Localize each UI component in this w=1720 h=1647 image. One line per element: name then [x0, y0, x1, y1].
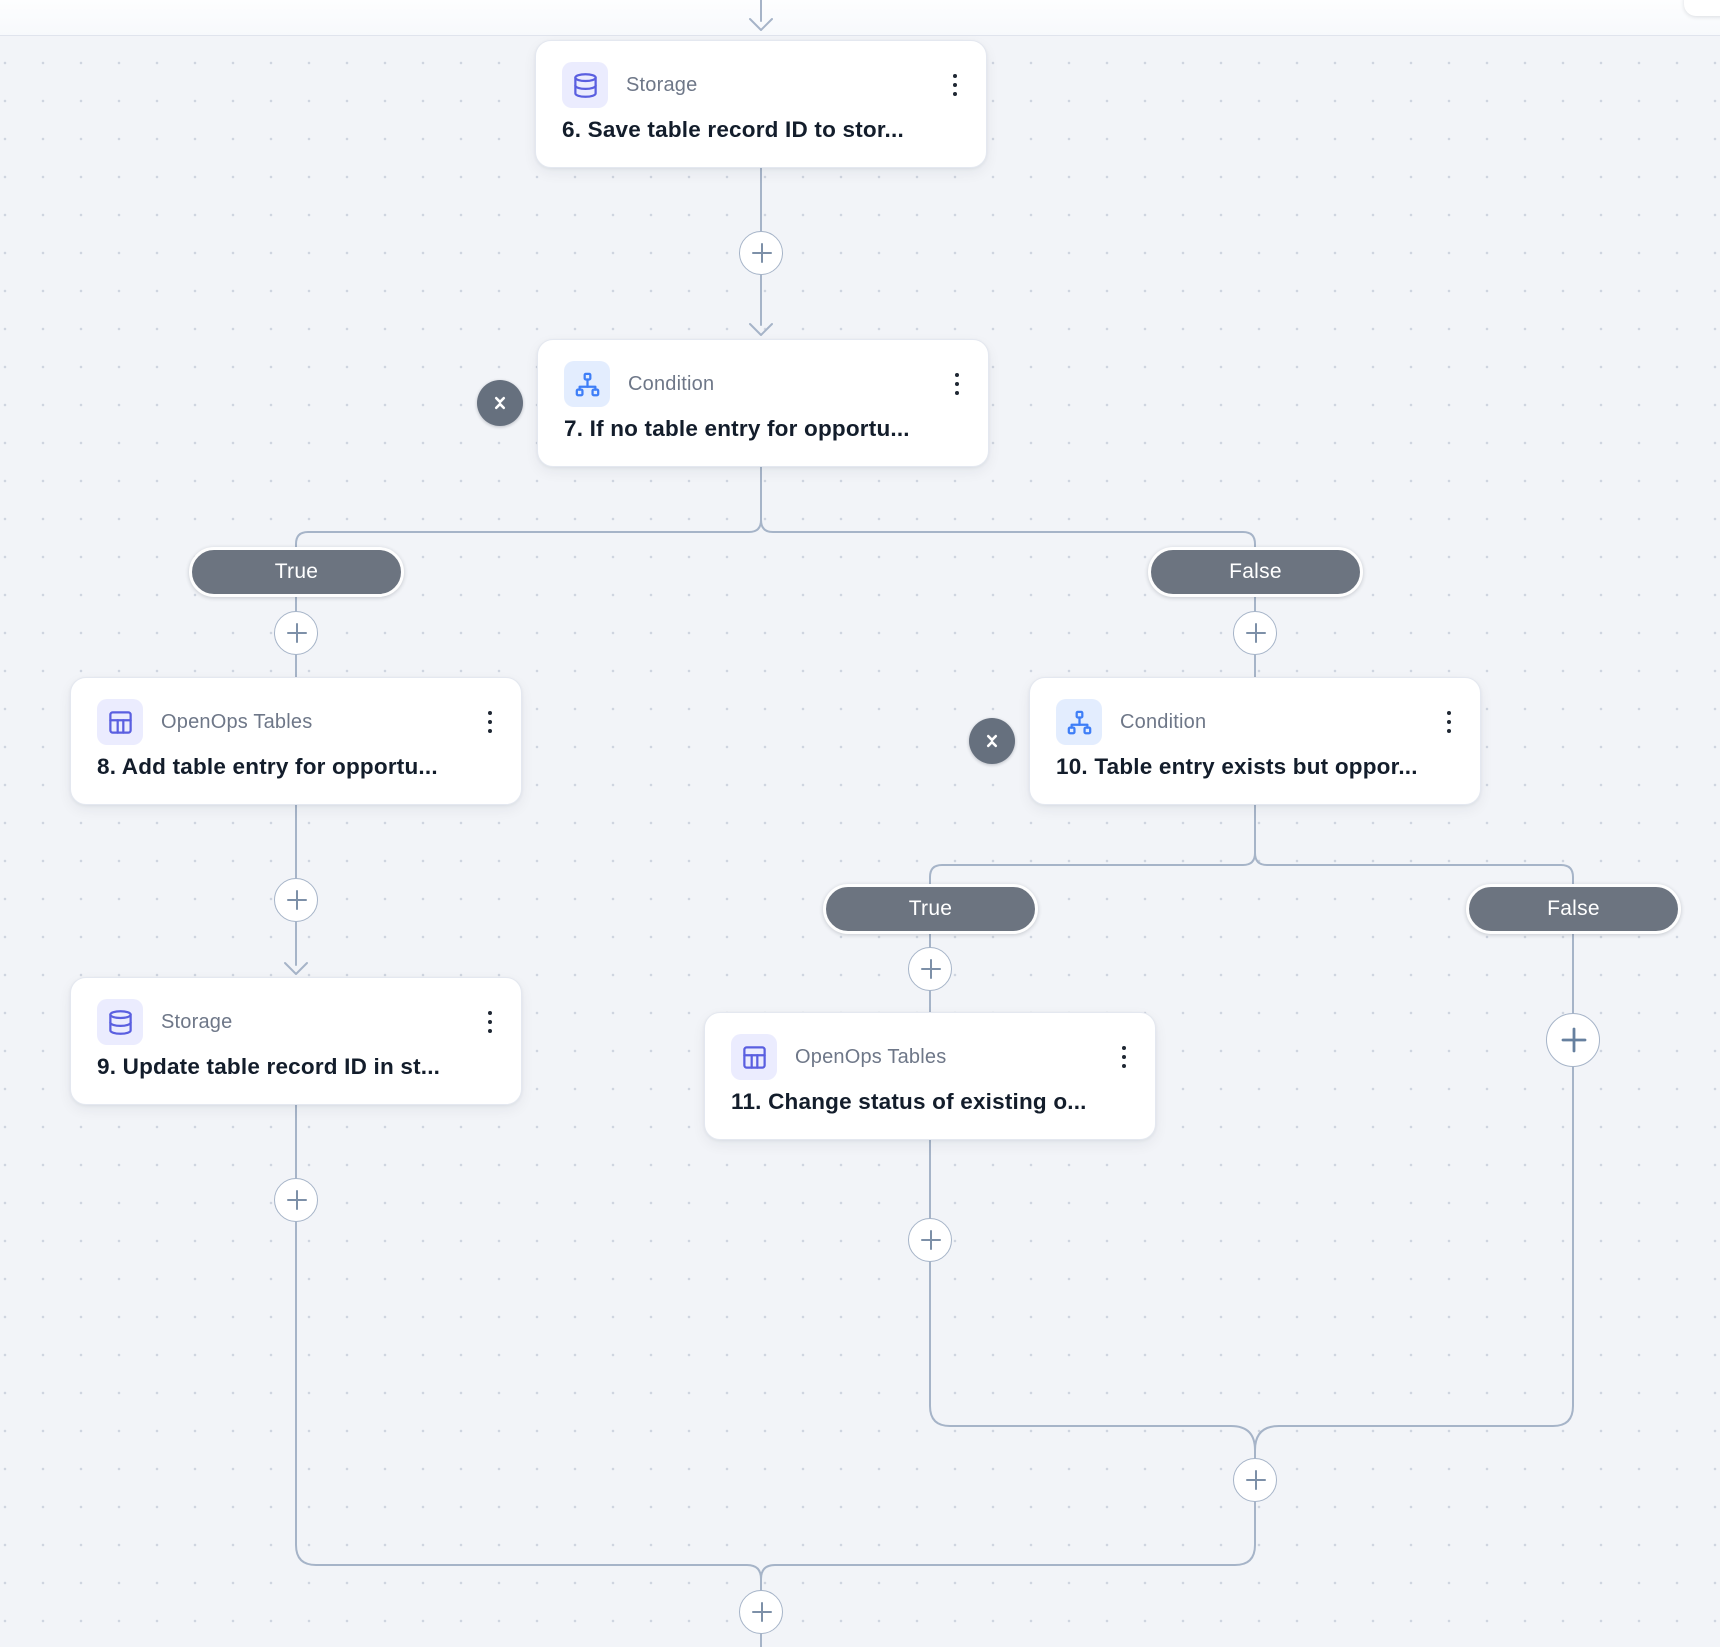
step-title: 9. Update table record ID in st... [97, 1054, 441, 1079]
collapse-branches-button[interactable] [969, 718, 1015, 764]
database-icon [97, 999, 143, 1045]
table-icon [731, 1034, 777, 1080]
edge-left-branch-merge [295, 1221, 762, 1591]
branch-label-true: True [189, 547, 404, 597]
step-title: 7. If no table entry for opportu... [564, 416, 910, 441]
add-step-button[interactable] [274, 878, 318, 922]
canvas-top-fade [0, 0, 1720, 36]
workflow-step-9[interactable]: Storage 9. Update table record ID in st.… [70, 977, 522, 1105]
step-app-name: Storage [161, 1010, 233, 1033]
arrowhead-icon [749, 18, 773, 31]
kebab-menu-icon[interactable] [1115, 1041, 1134, 1074]
sitemap-icon [564, 361, 610, 407]
edge-step10-true-branch [929, 804, 1256, 885]
workflow-step-8[interactable]: OpenOps Tables 8. Add table entry for op… [70, 677, 522, 805]
add-step-button[interactable] [274, 611, 318, 655]
step-header: Storage [562, 62, 964, 108]
step-app-name: Storage [626, 73, 698, 96]
edge-false2-to-merge [1254, 1066, 1574, 1459]
step-header: Storage [97, 999, 499, 1045]
step-header: OpenOps Tables [97, 699, 499, 745]
branch-label-true: True [823, 884, 1038, 934]
add-step-button[interactable] [1546, 1013, 1600, 1067]
arrowhead-icon [749, 323, 773, 336]
step-app-name: OpenOps Tables [161, 710, 313, 733]
edge-step11-to-merge [929, 1261, 1256, 1459]
workflow-step-11[interactable]: OpenOps Tables 11. Change status of exis… [704, 1012, 1156, 1140]
step-header: OpenOps Tables [731, 1034, 1133, 1080]
floating-panel-fragment [1684, 0, 1720, 16]
arrowhead-icon [284, 962, 308, 975]
add-step-button[interactable] [739, 1590, 783, 1634]
branch-label-false: False [1466, 884, 1681, 934]
step-title: 6. Save table record ID to stor... [562, 117, 904, 142]
add-step-button[interactable] [274, 1178, 318, 1222]
edge-step7-false-branch [760, 466, 1256, 548]
edge-step7-true-branch [295, 466, 762, 548]
step-app-name: Condition [628, 372, 715, 395]
workflow-step-6[interactable]: Storage 6. Save table record ID to stor.… [535, 40, 987, 168]
kebab-menu-icon[interactable] [948, 368, 967, 401]
step-app-name: Condition [1120, 710, 1207, 733]
kebab-menu-icon[interactable] [946, 69, 965, 102]
collapse-branches-button[interactable] [477, 380, 523, 426]
step-title: 11. Change status of existing o... [731, 1089, 1087, 1114]
workflow-step-7[interactable]: Condition 7. If no table entry for oppor… [537, 339, 989, 467]
kebab-menu-icon[interactable] [1440, 706, 1459, 739]
add-step-button[interactable] [1233, 1458, 1277, 1502]
step-app-name: OpenOps Tables [795, 1045, 947, 1068]
edge-merge-to-final [760, 1501, 1256, 1591]
step-header: Condition [564, 361, 966, 407]
kebab-menu-icon[interactable] [481, 706, 500, 739]
edge-step10-false-branch [1254, 804, 1574, 885]
table-icon [97, 699, 143, 745]
add-step-button[interactable] [1233, 611, 1277, 655]
step-header: Condition [1056, 699, 1458, 745]
sitemap-icon [1056, 699, 1102, 745]
step-title: 10. Table entry exists but oppor... [1056, 754, 1418, 779]
branch-label-false: False [1148, 547, 1363, 597]
workflow-step-10[interactable]: Condition 10. Table entry exists but opp… [1029, 677, 1481, 805]
add-step-button[interactable] [908, 1218, 952, 1262]
kebab-menu-icon[interactable] [481, 1006, 500, 1039]
add-step-button[interactable] [908, 947, 952, 991]
database-icon [562, 62, 608, 108]
step-title: 8. Add table entry for opportu... [97, 754, 438, 779]
add-step-button[interactable] [739, 231, 783, 275]
